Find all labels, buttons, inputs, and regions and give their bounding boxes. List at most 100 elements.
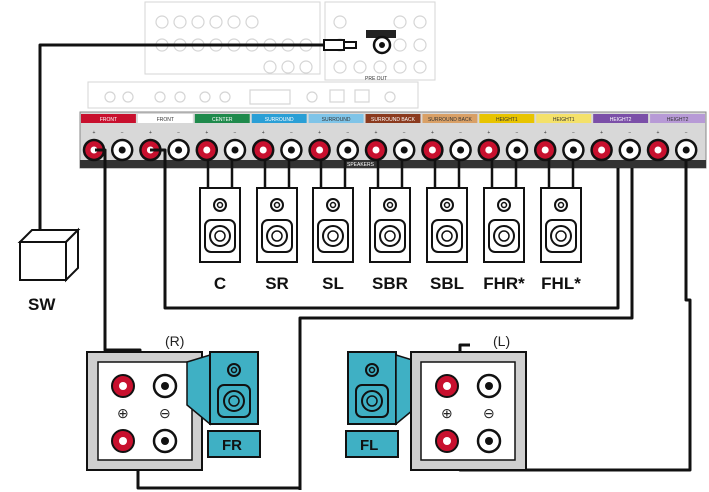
terminal-label: HEIGHT1 — [496, 117, 518, 123]
woofer — [436, 225, 458, 247]
terminal-label-bg — [308, 114, 364, 123]
terminal-hole — [457, 146, 465, 154]
woofer-frame — [374, 219, 406, 253]
terminal-label: CENTER — [212, 117, 233, 123]
fr-minus-cable — [150, 148, 620, 310]
fr-plus-cable — [95, 148, 142, 385]
subwoofer-label: SW — [28, 295, 56, 314]
fl-cable-1 — [298, 168, 634, 490]
fl-side-label: (L) — [493, 333, 510, 349]
subwoofer-preout-jack — [366, 30, 396, 55]
woofer — [493, 225, 515, 247]
terminal-label: SURROUND BACK — [428, 117, 473, 123]
woofer — [209, 225, 231, 247]
speaker-label: C — [214, 274, 226, 293]
tweeter-center — [500, 201, 508, 209]
fr-plus-symbol: ⊕ — [117, 405, 129, 421]
fl-label: FL — [360, 437, 378, 454]
tweeter — [440, 198, 454, 212]
fr-label: FR — [222, 437, 242, 454]
terminal-hole — [626, 146, 634, 154]
woofer-center — [384, 230, 396, 242]
woofer-frame — [431, 219, 463, 253]
tweeter-center — [443, 201, 451, 209]
tweeter — [270, 198, 284, 212]
terminal-hole — [231, 146, 239, 154]
woofer-frame — [488, 219, 520, 253]
subwoofer-cable — [38, 43, 352, 230]
speaker-label: SBR — [372, 274, 408, 293]
minus-sign: − — [121, 130, 124, 136]
plus-sign: + — [431, 130, 434, 136]
terminal-hole — [485, 146, 493, 154]
terminal-label: HEIGHT2 — [610, 117, 632, 123]
fr-minus-symbol: ⊖ — [159, 405, 171, 421]
terminal-label-bg — [251, 114, 307, 123]
subwoofer — [17, 227, 81, 283]
terminal-label: HEIGHT2 — [667, 117, 689, 123]
tweeter-center — [386, 201, 394, 209]
minus-sign: − — [516, 130, 519, 136]
woofer — [550, 225, 572, 247]
minus-sign: − — [572, 130, 575, 136]
terminal-label: FRONT — [100, 117, 117, 123]
terminal-hole — [203, 146, 211, 154]
terminal-hole — [316, 146, 324, 154]
minus-sign: − — [628, 130, 631, 136]
front-right-speaker: (R) ⊕ ⊖ FR — [86, 333, 261, 471]
plus-sign: + — [318, 130, 321, 136]
speaker-label: FHR* — [483, 274, 525, 293]
minus-sign: − — [403, 130, 406, 136]
speaker-sbl: SBL — [426, 187, 468, 293]
plus-sign: + — [262, 130, 265, 136]
terminal-label-bg — [536, 114, 592, 123]
plus-sign: + — [487, 130, 490, 136]
speakers-label: SPEAKERS — [347, 162, 375, 168]
terminal-hole — [175, 146, 183, 154]
woofer-center — [327, 230, 339, 242]
woofer-center — [441, 230, 453, 242]
rca-plug — [323, 39, 357, 51]
speaker-label: FHL* — [541, 274, 581, 293]
terminal-hole — [259, 146, 267, 154]
woofer — [322, 225, 344, 247]
terminal-label-bg — [650, 114, 705, 123]
woofer — [266, 225, 288, 247]
speaker-sbr: SBR — [369, 187, 411, 293]
speaker-fhl: FHL* — [540, 187, 582, 293]
fl-plus-symbol: ⊕ — [441, 405, 453, 421]
preout-label: PRE OUT — [365, 76, 387, 82]
woofer — [379, 225, 401, 247]
minus-sign: − — [346, 130, 349, 136]
terminal-label-bg — [593, 114, 649, 123]
terminal-label: SURROUND BACK — [371, 117, 416, 123]
tweeter — [383, 198, 397, 212]
terminal-hole — [118, 146, 126, 154]
tweeter-center — [329, 201, 337, 209]
woofer-frame — [317, 219, 349, 253]
terminal-label-bg — [422, 114, 478, 123]
terminal-label: SURROUND — [265, 117, 294, 123]
speaker-label: SBL — [430, 274, 464, 293]
front-left-speaker: (L) FL ⊕ ⊖ — [345, 333, 527, 471]
terminal-label-bg — [194, 114, 250, 123]
terminal-hole — [569, 146, 577, 154]
plus-sign: + — [600, 130, 603, 136]
plus-sign: + — [149, 130, 152, 136]
upper-panel-faded — [87, 1, 436, 109]
plus-sign: + — [93, 130, 96, 136]
tweeter-center — [557, 201, 565, 209]
woofer-frame — [204, 219, 236, 253]
speaker-sr: SR — [256, 187, 298, 293]
speaker-sl: SL — [312, 187, 354, 293]
woofer-frame — [545, 219, 577, 253]
tweeter — [213, 198, 227, 212]
plus-sign: + — [544, 130, 547, 136]
terminal-hole — [400, 146, 408, 154]
woofer-center — [214, 230, 226, 242]
plus-sign: + — [205, 130, 208, 136]
terminal-label-bg — [137, 114, 193, 123]
tweeter-center — [216, 201, 224, 209]
woofer-center — [498, 230, 510, 242]
terminal-hole — [344, 146, 352, 154]
